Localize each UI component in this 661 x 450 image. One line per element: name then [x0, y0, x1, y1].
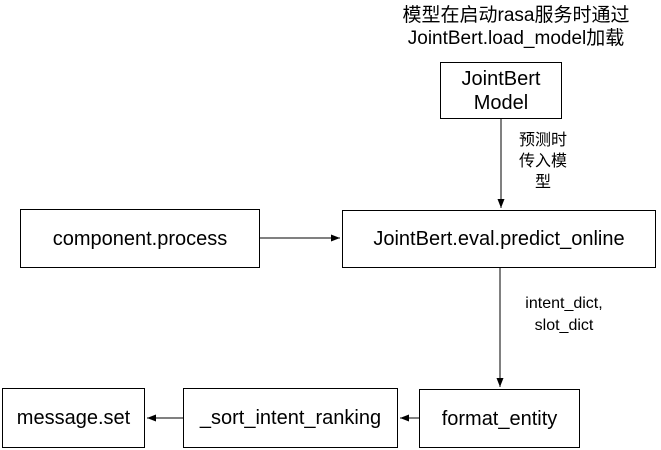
edge-label-intent-slot: intent_dict, slot_dict: [525, 295, 603, 334]
node-jointbert-model: JointBert Model: [440, 62, 562, 119]
node-message-set: message.set: [2, 388, 145, 448]
node-predict-online: JointBert.eval.predict_online: [342, 210, 656, 268]
edge-label-predict-input: 预测时 传入模 型: [518, 132, 567, 191]
node-component-process: component.process: [20, 209, 260, 268]
node-sort-intent-ranking: _sort_intent_ranking: [183, 388, 398, 448]
top-note: 模型在启动rasa服务时通过 JointBert.load_model加载: [402, 5, 630, 49]
node-format-entity: format_entity: [419, 389, 580, 448]
